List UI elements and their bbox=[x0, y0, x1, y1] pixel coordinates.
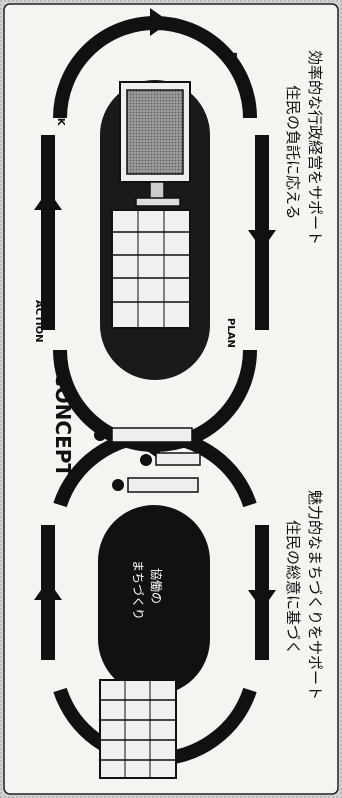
upper-caption-line1: 住民の負託に応える bbox=[284, 85, 302, 220]
arrowhead-do bbox=[150, 8, 170, 36]
upper-caption-line2: 効率的な行政経営をサポート bbox=[306, 50, 324, 245]
arrowhead-plan bbox=[248, 230, 276, 250]
lower-center-stadium bbox=[98, 505, 210, 695]
upper-building-illustration bbox=[111, 209, 191, 329]
arrowhead-check bbox=[34, 190, 62, 210]
label-action: ACTION bbox=[33, 300, 44, 343]
center-label-line1: 協働の bbox=[149, 568, 164, 604]
center-label-line2: まちづくり bbox=[131, 560, 145, 620]
label-do: DO bbox=[227, 52, 238, 69]
lower-arrowhead-right bbox=[248, 590, 276, 610]
lower-building-illustration bbox=[99, 679, 177, 779]
concept-label: CONCEPT bbox=[51, 372, 75, 477]
lower-caption-line1: 住民の総意に基づく bbox=[284, 520, 302, 655]
lower-caption-line2: 魅力的なまちづくりをサポート bbox=[306, 490, 324, 700]
label-plan: PLAN bbox=[225, 318, 236, 348]
label-check: CHECK bbox=[55, 88, 66, 127]
people-illustration bbox=[94, 427, 201, 493]
lower-arrowhead-left bbox=[34, 580, 62, 600]
monitor-illustration bbox=[119, 81, 191, 207]
